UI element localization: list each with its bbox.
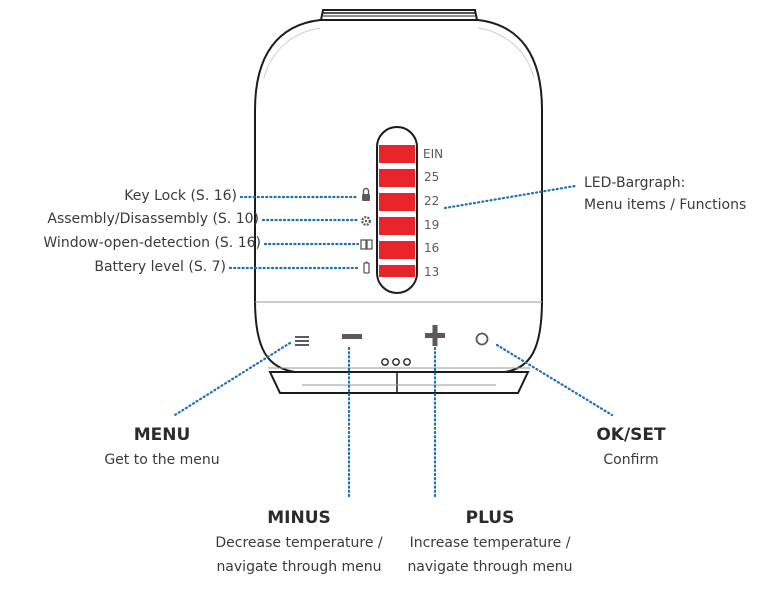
led-segment-19 [379, 217, 415, 235]
led-segment-13 [379, 265, 415, 277]
minus-title: MINUS [267, 508, 331, 528]
minus-desc-line1: Decrease temperature / [215, 535, 383, 551]
plus-desc-line1: Increase temperature / [409, 535, 571, 551]
lock-icon [362, 187, 370, 201]
led-segment-22 [379, 193, 415, 211]
key-lock-label: Key Lock (S. 16) [124, 188, 237, 204]
assembly-label: Assembly/Disassembly (S. 10) [47, 211, 259, 227]
minus-icon[interactable] [342, 334, 362, 339]
led-segment-25 [379, 169, 415, 187]
menu-title: MENU [133, 425, 191, 445]
menu-desc: Get to the menu [104, 452, 220, 468]
bargraph-value-ein: EIN [423, 147, 444, 161]
bargraph-value-16: 16 [424, 241, 440, 255]
minus-desc-line2: navigate through menu [216, 559, 382, 575]
led-bargraph-desc: Menu items / Functions [584, 197, 747, 213]
battery-label: Battery level (S. 7) [94, 259, 226, 275]
ok-set-title: OK/SET [596, 425, 666, 445]
top-connector [320, 9, 478, 21]
battery-icon [363, 261, 370, 274]
led-bargraph-title: LED-Bargraph: [584, 175, 686, 191]
leader-lines [173, 184, 614, 499]
menu-icon[interactable] [295, 336, 309, 346]
window-open-label: Window-open-detection (S. 16) [43, 235, 261, 251]
plus-desc-line2: navigate through menu [407, 559, 573, 575]
ok-icon[interactable] [475, 332, 489, 346]
housing-base [268, 371, 530, 394]
ok-set-desc: Confirm [603, 452, 659, 468]
bargraph-value-22: 22 [424, 194, 440, 208]
bargraph-value-25: 25 [424, 170, 440, 184]
window-icon [360, 239, 373, 250]
plus-icon[interactable] [425, 325, 445, 346]
led-segment-ein [379, 145, 415, 163]
led-segment-16 [379, 241, 415, 259]
gear-icon [361, 216, 371, 226]
bargraph-value-19: 19 [424, 218, 440, 232]
bargraph-value-13: 13 [424, 265, 440, 279]
plus-title: PLUS [465, 508, 515, 528]
led-segments [379, 145, 415, 277]
